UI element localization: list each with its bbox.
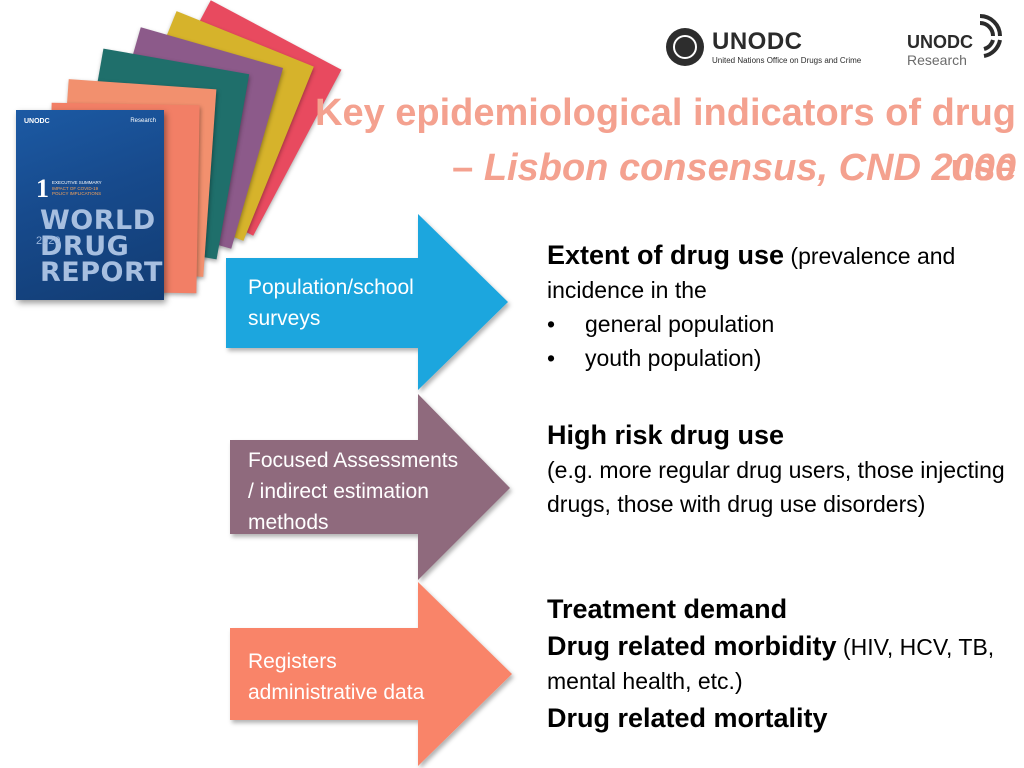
arrow-label-focused: Focused Assessments / indirect estimatio… [248, 449, 459, 534]
cover-exec-summary: EXECUTIVE SUMMARY IMPACT OF COVID-19 POL… [52, 180, 102, 196]
arrow-focused [230, 394, 510, 580]
arrow-population [226, 214, 508, 390]
cover-volume-number: 1 [36, 174, 49, 203]
highrisk-heading: High risk drug use [547, 420, 785, 450]
cover-research-logo: Research [130, 118, 156, 124]
title-dash: – [452, 147, 484, 189]
extent-text: Extent of drug use (prevalence and incid… [547, 238, 1007, 307]
title-subtitle: Lisbon consensus, CND 2000 [483, 147, 1016, 189]
mortality-heading: Drug related mortality [547, 703, 828, 733]
extent-bullet-youth: •youth population) [547, 345, 762, 371]
treatment-heading: Treatment demand [547, 594, 788, 624]
morbidity-heading: Drug related morbidity [547, 631, 837, 661]
arrow-label-population: Population/school surveys [248, 276, 414, 330]
morbidity-rest: (HIV, HCV, TB, mental health, etc.) [547, 634, 995, 694]
unodc-research-logo: UNODC Research [904, 12, 1004, 72]
extent-block: Extent of drug use (prevalence and incid… [547, 238, 1007, 375]
highrisk-body: (e.g. more regular drug users, those inj… [547, 457, 1005, 517]
slide-title: Key epidemiological indicators of drug u… [250, 86, 1016, 196]
title-main: Key epidemiological indicators of drug u… [315, 92, 1016, 189]
report-cover: UNODC Research 1 EXECUTIVE SUMMARY IMPAC… [16, 110, 164, 300]
unodc-wordmark: UNODC [712, 28, 803, 55]
extent-bullet-general: •general population [547, 311, 775, 337]
arrow-label-registers: Registers administrative data [248, 650, 425, 704]
research-logo-top: UNODC [907, 32, 973, 52]
unodc-logo: UNODC United Nations Office on Drugs and… [666, 28, 876, 68]
treatment-block: Treatment demand Drug related morbidity … [547, 590, 1007, 739]
highrisk-block: High risk drug use (e.g. more regular dr… [547, 418, 1007, 521]
cover-unodc-logo: UNODC [24, 118, 50, 125]
research-rings-icon [979, 14, 1002, 58]
extent-heading: Extent of drug use [547, 240, 785, 270]
arrow-registers [230, 582, 512, 766]
cover-title: WORLD DRUG REPORT [40, 205, 163, 288]
extent-rest: (prevalence and incidence in the [547, 243, 956, 303]
cover-year: 2020 [36, 235, 61, 247]
research-logo-bottom: Research [907, 52, 967, 68]
un-emblem-icon [666, 28, 704, 66]
slide-title-line2: – Lisbon consensus, CND 2000 [250, 141, 1016, 196]
unodc-subtitle: United Nations Office on Drugs and Crime [712, 56, 862, 65]
